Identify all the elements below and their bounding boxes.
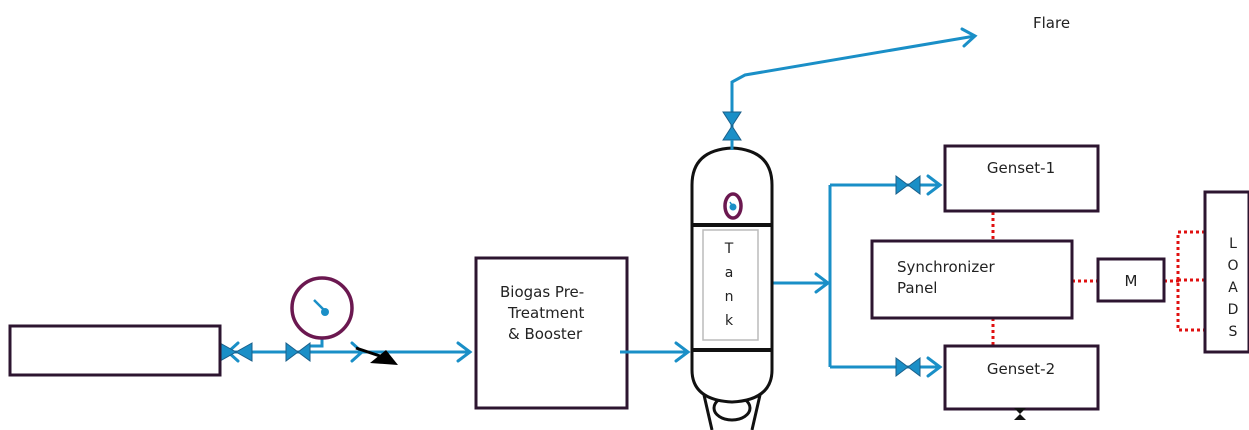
flare-label: Flare xyxy=(1033,14,1070,32)
arrow-genset2 xyxy=(926,356,943,378)
biogas-source-box xyxy=(8,324,222,377)
valves xyxy=(219,111,921,377)
meter-label: M xyxy=(1125,272,1138,290)
synchronizer-panel-block: Synchronizer Panel xyxy=(870,239,1074,320)
synchronizer-label-line1: Synchronizer xyxy=(897,258,995,276)
genset-1-label: Genset-1 xyxy=(987,159,1055,177)
loads-letter-1: L xyxy=(1229,236,1237,252)
loads-letter-3: A xyxy=(1228,280,1238,296)
pretreatment-label-line3: & Booster xyxy=(508,325,583,343)
valve-icon-flare xyxy=(722,111,742,141)
tank-letter-2: a xyxy=(725,265,734,281)
pretreatment-box xyxy=(474,256,629,410)
synchronizer-label-line2: Panel xyxy=(897,279,937,297)
flow-arrows xyxy=(225,27,978,378)
arrow-flare xyxy=(960,27,978,48)
loads-letter-4: D xyxy=(1228,302,1239,318)
genset-2-label: Genset-2 xyxy=(987,360,1055,378)
loads-letter-5: S xyxy=(1229,324,1238,340)
genset-2-block: Genset-2 xyxy=(943,344,1100,411)
genset-1-box xyxy=(943,144,1100,213)
check-valve-icon xyxy=(355,346,398,365)
tank-legs xyxy=(702,394,762,430)
loads-bus xyxy=(1176,230,1205,332)
genset-2-drain-icon xyxy=(1014,408,1026,420)
genset-2-box xyxy=(943,344,1100,411)
arrow-genset1 xyxy=(926,174,943,196)
tank-bottom-dome xyxy=(690,348,774,404)
tank-label: T a n k xyxy=(724,241,734,329)
tank-letter-1: T xyxy=(724,241,734,257)
valve-icon-genset2 xyxy=(895,357,921,377)
tank-pressure-gauge-icon xyxy=(723,192,743,220)
genset-1-block: Genset-1 xyxy=(943,144,1100,213)
meter-box xyxy=(1096,257,1166,303)
flare-pipe xyxy=(730,34,976,148)
arrow-tank-outlet xyxy=(814,272,831,294)
tank-inner-panel xyxy=(702,229,759,341)
loads-box xyxy=(1203,190,1249,354)
valve-icon-genset1 xyxy=(895,175,921,195)
arrow-pretreatment-inlet xyxy=(456,341,473,363)
pressure-gauge-icon xyxy=(290,276,354,340)
pretreatment-block: Biogas Pre- Treatment & Booster xyxy=(474,256,629,410)
synchronizer-panel-box xyxy=(870,239,1074,320)
pretreatment-label-line1: Biogas Pre- xyxy=(500,283,584,301)
meter-block: M xyxy=(1096,257,1166,303)
pretreatment-label-line2: Treatment xyxy=(507,304,584,322)
loads-block: L O A D S xyxy=(1203,190,1249,354)
electrical-connections xyxy=(991,212,1205,346)
tank-letter-4: k xyxy=(725,313,734,329)
arrow-gauge-branch xyxy=(350,341,365,363)
tank-letter-3: n xyxy=(725,289,734,305)
loads-letter-2: O xyxy=(1227,258,1238,274)
valve-icon-2 xyxy=(285,342,311,362)
